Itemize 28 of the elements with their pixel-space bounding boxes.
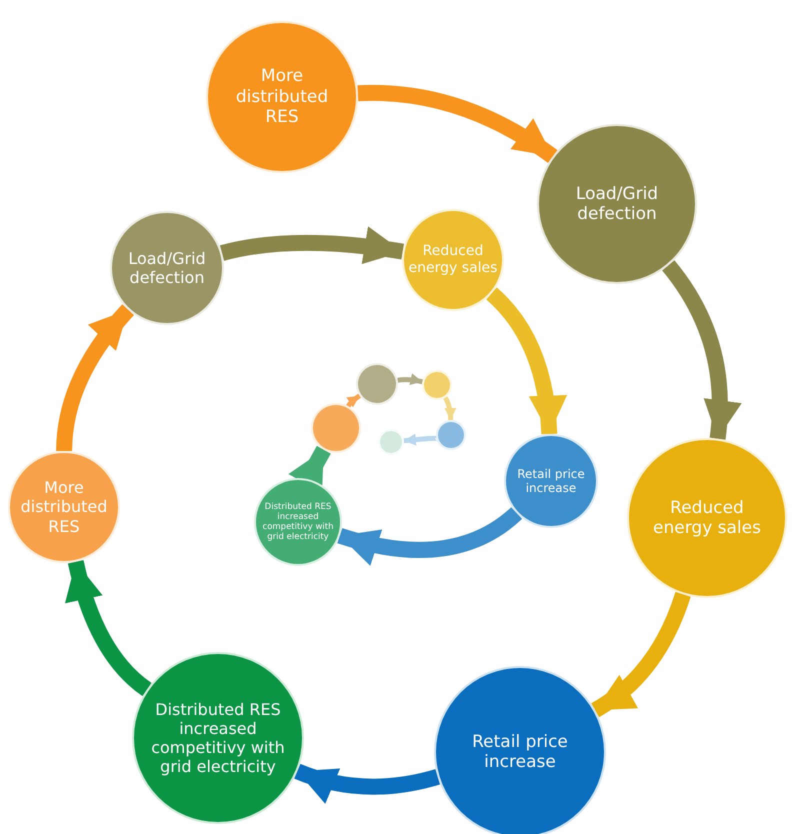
curved-arrow [346,394,362,408]
node-label: Distributed RES increased competitivy with grid electricity [150,700,286,776]
node-label: Reduced energy sales [652,498,762,538]
small-circle [436,420,466,450]
node-label: Load/Grid defection [574,184,660,224]
curved-arrow [591,592,691,718]
curved-arrow [338,507,522,566]
curved-arrow [56,304,134,452]
curved-arrow [66,560,152,696]
curved-arrow [220,226,404,265]
node-label: Retail price increase [471,732,569,772]
curved-arrow [443,396,456,420]
node-label: Distributed RES increased competitivy with grid electricity [262,502,334,542]
small-circle [356,363,398,405]
small-circle [311,403,361,453]
node-label: More distributed RES [234,66,330,128]
curved-arrow [397,373,423,386]
small-circle [378,429,404,455]
curved-arrow [358,84,558,164]
node-label: Retail price increase [516,466,586,496]
curved-arrow [294,764,440,804]
small-circle [422,370,452,400]
node-label: Load/Grid defection [127,248,207,288]
curved-arrow [404,434,439,446]
node-label: More distributed RES [20,478,108,536]
node-label: Reduced energy sales [408,243,498,277]
curved-arrow [486,288,566,434]
curved-arrow [662,260,741,440]
